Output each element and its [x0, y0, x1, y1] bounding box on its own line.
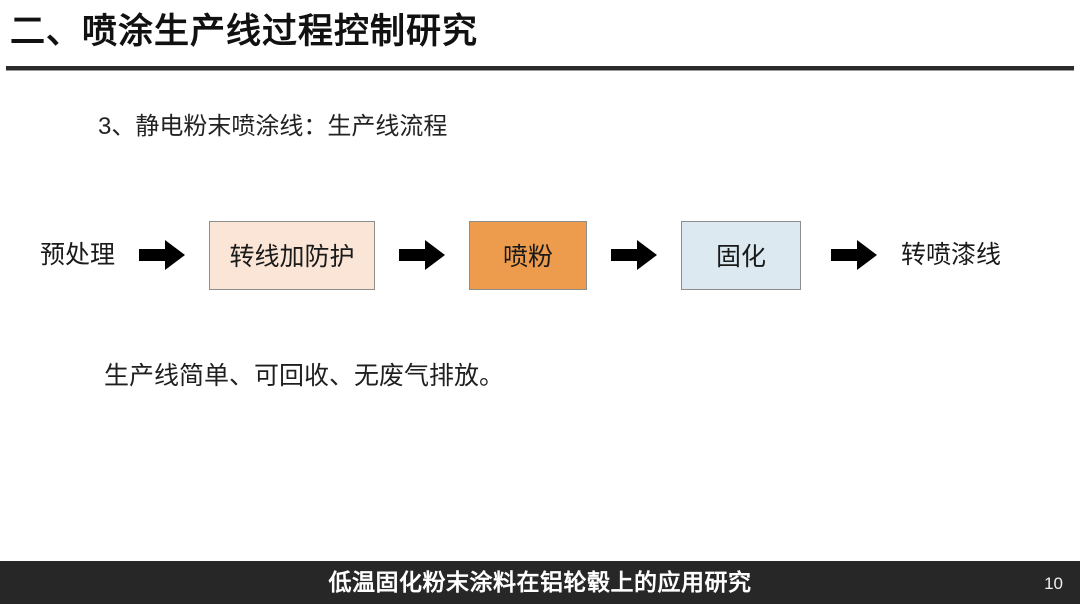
- right-arrow-icon: [831, 240, 878, 270]
- page-number: 10: [1044, 574, 1063, 593]
- right-arrow-icon: [611, 240, 658, 270]
- flow-end-label: 转喷漆线: [901, 241, 1002, 269]
- body-text: 生产线简单、可回收、无废气排放。: [104, 362, 505, 390]
- flow-step-2-label: 喷粉: [503, 243, 554, 271]
- right-arrow-icon: [399, 240, 446, 270]
- section-subtitle: 3、静电粉末喷涂线：生产线流程: [98, 113, 448, 140]
- footer-title: 低温固化粉末涂料在铝轮毂上的应用研究: [328, 569, 752, 595]
- flow-step-1[interactable]: 转线加防护: [209, 220, 376, 290]
- title-divider: [6, 66, 1074, 71]
- page-title: 二、喷涂生产线过程控制研究: [10, 12, 479, 51]
- flow-row: 预处理 转线加防护 喷粉 固化: [40, 205, 1040, 305]
- flow-start-label: 预处理: [40, 241, 116, 269]
- flow-step-2[interactable]: 喷粉: [469, 220, 588, 290]
- flow-step-3-label: 固化: [716, 243, 767, 271]
- process-flow-diagram: 预处理 转线加防护 喷粉 固化: [40, 205, 1040, 305]
- footer-bar: 低温固化粉末涂料在铝轮毂上的应用研究 10: [0, 561, 1080, 604]
- right-arrow-icon: [139, 240, 186, 270]
- flow-step-1-label: 转线加防护: [229, 243, 355, 271]
- flow-step-3[interactable]: 固化: [681, 220, 802, 290]
- title-block: 二、喷涂生产线过程控制研究: [0, 0, 1080, 72]
